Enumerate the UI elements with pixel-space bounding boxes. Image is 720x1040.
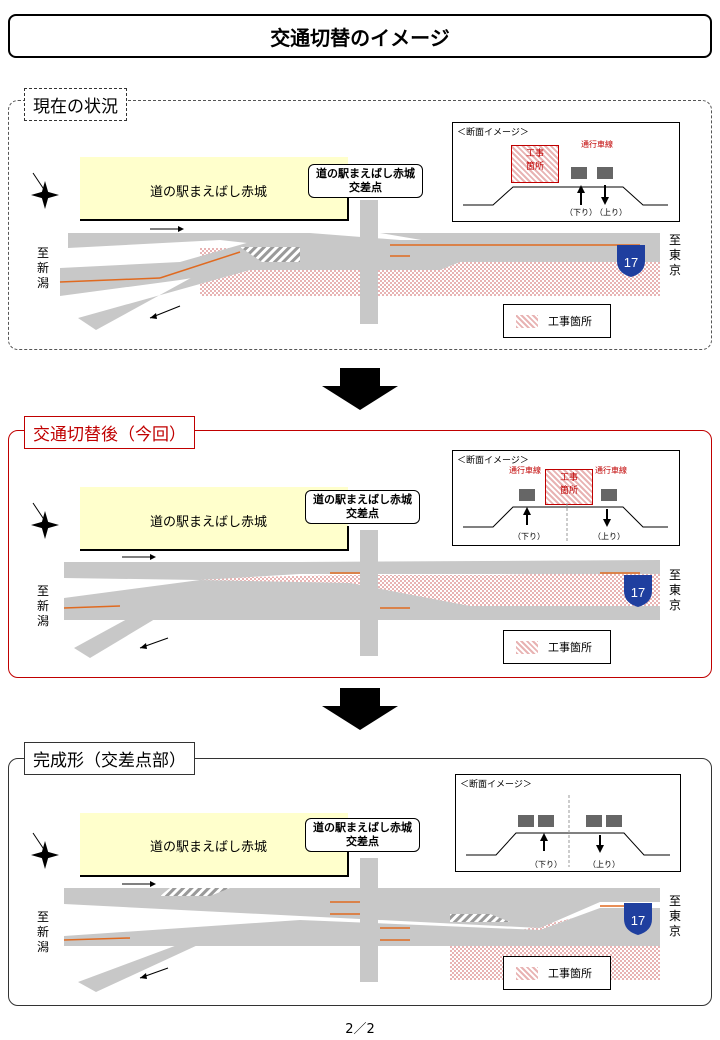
- to-niigata-label-2: 至 新 潟: [36, 584, 49, 628]
- section-label-completed: 完成形（交差点部）: [24, 742, 195, 775]
- to-tokyo-label-3: 至 東 京: [668, 894, 681, 938]
- route-17-icon-3: 17: [622, 901, 654, 937]
- page-title: 交通切替のイメージ: [8, 14, 712, 58]
- construction-swatch: [516, 966, 538, 980]
- map-current: [59, 157, 660, 330]
- cs-lane-label: 通行車線: [581, 140, 613, 149]
- route-17-icon-2: 17: [622, 573, 654, 609]
- section-current-frame: [8, 100, 712, 350]
- compass-icon-1: [31, 172, 59, 209]
- compass-icon-3: [31, 832, 59, 869]
- section-label-current: 現在の状況: [24, 88, 127, 121]
- map-completed: [63, 813, 660, 992]
- svg-text:17: 17: [631, 913, 645, 928]
- map-after-switch: [63, 487, 660, 658]
- section-after-switch-frame: [8, 430, 712, 678]
- down-arrow-1: [322, 368, 398, 410]
- construction-swatch: [516, 640, 538, 654]
- route-17-icon: 17: [615, 243, 647, 279]
- section-completed-frame: [8, 758, 712, 1006]
- station-name-3: 道の駅まえばし赤城: [150, 840, 268, 855]
- cs-construction-zone: 工事 箇所: [511, 145, 559, 183]
- svg-text:17: 17: [624, 255, 638, 270]
- page-number: 2／2: [345, 1022, 375, 1037]
- crossing-label-2: 道の駅まえばし赤城 交差点: [305, 490, 420, 524]
- cross-section-after: ＜断面イメージ＞ 工事 箇所 通行車線 通行車線 （下り） （上り）: [452, 450, 680, 546]
- section-label-after-switch: 交通切替後（今回）: [24, 416, 195, 449]
- station-name-2: 道の駅まえばし赤城: [150, 515, 268, 530]
- legend-construction: 工事箇所: [503, 304, 611, 338]
- compass-icon-2: [31, 502, 59, 539]
- cs-up-label-3: （上り）: [588, 860, 620, 869]
- cs-up-label: （上り）: [595, 208, 627, 217]
- cs-down-label: （下り）: [565, 208, 597, 217]
- construction-swatch: [516, 314, 538, 328]
- cs-down-label-2: （下り）: [513, 532, 545, 541]
- down-arrow-2: [322, 688, 398, 730]
- legend-construction-2: 工事箇所: [503, 630, 611, 664]
- cs-up-label-2: （上り）: [593, 532, 625, 541]
- cs-lane-label-down: 通行車線: [509, 466, 541, 475]
- cross-section-completed: ＜断面イメージ＞ （下り） （上り）: [455, 774, 681, 872]
- cs-lane-label-up: 通行車線: [595, 466, 627, 475]
- to-niigata-label-3: 至 新 潟: [36, 910, 49, 954]
- cross-section-current: ＜断面イメージ＞ 工事 箇所 通行車線 （下り） （上り）: [452, 122, 680, 222]
- svg-text:17: 17: [631, 585, 645, 600]
- to-tokyo-label-2: 至 東 京: [668, 568, 681, 612]
- station-name: 道の駅まえばし赤城: [150, 185, 268, 200]
- crossing-label-3: 道の駅まえばし赤城 交差点: [305, 818, 420, 852]
- crossing-label: 道の駅まえばし赤城 交差点: [308, 164, 423, 198]
- to-niigata-label: 至 新 潟: [36, 246, 49, 290]
- to-tokyo-label: 至 東 京: [668, 233, 681, 277]
- cs-down-label-3: （下り）: [530, 860, 562, 869]
- cs-construction-zone-2: 工事 箇所: [545, 469, 593, 505]
- legend-construction-3: 工事箇所: [503, 956, 611, 990]
